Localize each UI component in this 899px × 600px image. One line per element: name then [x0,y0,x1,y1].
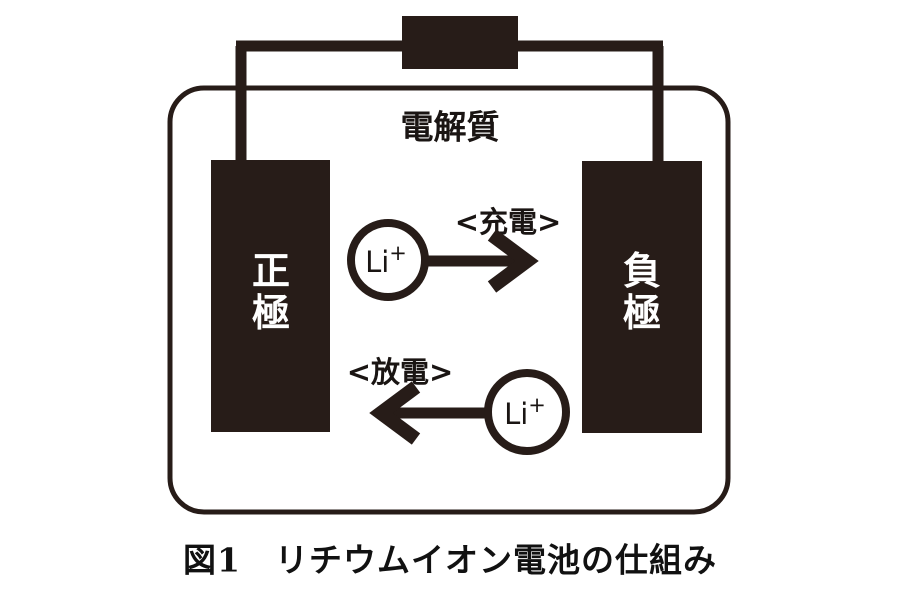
positive-electrode-label-char-2: 極 [252,291,290,335]
negative-electrode-label-char-1: 負 [623,249,661,293]
discharge-ion-circle [484,369,570,455]
positive-electrode: 正 極 [211,160,330,432]
load-box [402,16,518,69]
discharge-flow: <放電> Li+ [347,355,570,455]
discharge-label: <放電> [347,355,454,389]
discharge-arrowhead-icon [369,381,421,445]
negative-electrode-label-char-2: 極 [623,291,661,335]
negative-electrode: 負 極 [582,161,702,433]
discharge-ion-label: Li+ [504,393,546,431]
positive-electrode-label-char-1: 正 [252,249,290,293]
positive-electrode-body [211,160,330,432]
electrolyte-container [167,85,731,515]
charge-label: <充電> [455,205,562,239]
charge-flow: <充電> Li+ [347,205,562,301]
negative-electrode-body [582,161,702,433]
figure-caption: 図1 リチウムイオン電池の仕組み [183,541,717,580]
external-circuit-wire [235,40,664,163]
charge-ion-label: Li+ [365,241,407,279]
charge-arrowhead-icon [487,229,539,293]
charge-ion-circle [347,219,429,301]
electrolyte-label: 電解質 [401,108,500,147]
